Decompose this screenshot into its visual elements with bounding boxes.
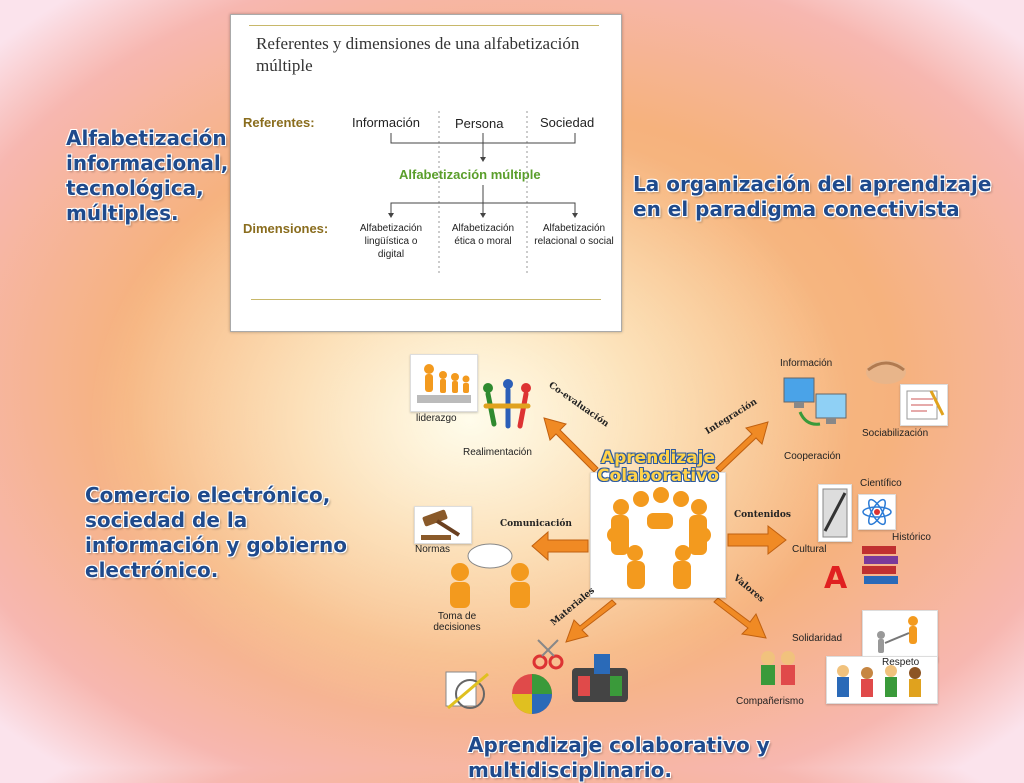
normas-illustration xyxy=(414,506,472,544)
arrow-comunicacion xyxy=(531,530,589,562)
document-icon xyxy=(906,390,945,420)
slide-title: Referentes y dimensiones de una alfabeti… xyxy=(256,34,580,76)
dimension-etica: Alfabetización ética o moral xyxy=(451,223,515,247)
dimension-relacional: Alfabetización relacional o social xyxy=(534,223,614,247)
node-historico: Histórico xyxy=(892,532,931,543)
slide-bottom-rule xyxy=(251,299,601,300)
alfabetizacion-multiple-center: Alfabetización múltiple xyxy=(399,167,541,182)
alfabetizacion-diagram-slide: Referentes y dimensiones de una alfabeti… xyxy=(230,14,622,332)
arrow-integracion xyxy=(715,421,769,473)
group-people-icon xyxy=(837,665,921,697)
books-stack-icon xyxy=(862,546,898,584)
kids-icon xyxy=(761,651,795,685)
referente-sociedad: Sociedad xyxy=(540,115,595,130)
historico-illustration xyxy=(860,542,900,586)
node-sociabilizacion: Sociabilización xyxy=(862,428,929,439)
realimentacion-illustration xyxy=(474,376,540,438)
handshake-illustration xyxy=(864,350,908,392)
scissors-illustration xyxy=(530,636,566,672)
handshake-icon xyxy=(866,360,906,384)
puzzle-icon xyxy=(512,674,552,714)
arrow-materiales xyxy=(565,599,617,643)
tools-icon xyxy=(572,654,628,702)
respeto-illustration xyxy=(826,656,938,704)
node-normas: Normas xyxy=(415,544,451,555)
computers-icon xyxy=(783,377,847,426)
atom-icon xyxy=(862,498,892,526)
heading-comercio-electronico: Comercio electrónico, sociedad de la inf… xyxy=(85,483,348,582)
heading-organizacion-aprendizaje: La organización del aprendizaje en el pa… xyxy=(633,172,992,221)
office-supplies-icon xyxy=(445,671,489,710)
node-liderazgo: liderazgo xyxy=(416,413,457,424)
arrow-valores xyxy=(713,597,767,639)
aprendizaje-colaborativo-title: Aprendizaje Colaborativo xyxy=(597,448,719,486)
node-realimentacion: Realimentación xyxy=(463,447,532,458)
referentes-label: Referentes: xyxy=(243,115,315,130)
link-comunicacion: Comunicación xyxy=(500,519,572,529)
scissors-icon xyxy=(532,639,564,670)
toma-decisiones-illustration xyxy=(442,540,538,610)
arrow-coevaluacion xyxy=(543,417,599,473)
people-circle-icon xyxy=(483,379,531,429)
aprendizaje-colaborativo-illustration xyxy=(590,472,726,598)
two-people-talking-icon xyxy=(450,543,530,608)
referente-informacion: Información xyxy=(352,115,420,130)
node-informacion: Información xyxy=(780,358,833,369)
slide-top-rule xyxy=(249,25,599,26)
node-cultural: Cultural xyxy=(792,544,827,555)
leader-figures-icon xyxy=(417,364,471,403)
node-toma-decisiones: Toma de decisiones xyxy=(433,611,481,633)
team-huddle-icon xyxy=(607,487,711,589)
materiales-illustration-2 xyxy=(500,668,564,720)
slide-connectors xyxy=(388,111,578,275)
letter-a-icon: A xyxy=(824,561,848,596)
link-contenidos: Contenidos xyxy=(734,510,791,520)
referente-persona: Persona xyxy=(455,116,504,131)
helping-figures-icon xyxy=(877,616,918,653)
dimension-linguistica: Alfabetización lingüística o digital xyxy=(359,223,423,260)
svg-text:A: A xyxy=(824,561,848,592)
cultural-illustration: A xyxy=(818,558,854,596)
node-cientifico: Científico xyxy=(860,478,902,489)
dimensiones-label: Dimensiones: xyxy=(243,221,329,236)
notebook-pen-icon xyxy=(822,488,848,538)
node-respeto: Respeto xyxy=(882,657,920,668)
sociabilizacion-illustration xyxy=(900,384,948,426)
liderazgo-illustration xyxy=(410,354,478,412)
node-companerismo: Compañerismo xyxy=(736,696,804,707)
informacion-illustration xyxy=(782,372,848,436)
companerismo-illustration xyxy=(756,646,800,694)
node-solidaridad: Solidaridad xyxy=(792,633,843,644)
materiales-illustration-3 xyxy=(566,648,634,710)
solidaridad-illustration xyxy=(862,610,938,662)
cientifico-book-illustration xyxy=(818,484,852,542)
gavel-icon xyxy=(421,509,461,540)
heading-alfabetizacion: Alfabetización informacional, tecnológic… xyxy=(66,126,229,225)
arrow-contenidos xyxy=(727,524,787,556)
node-cooperacion: Cooperación xyxy=(784,451,841,462)
materiales-illustration-1 xyxy=(440,664,496,714)
cientifico-illustration xyxy=(858,494,896,530)
